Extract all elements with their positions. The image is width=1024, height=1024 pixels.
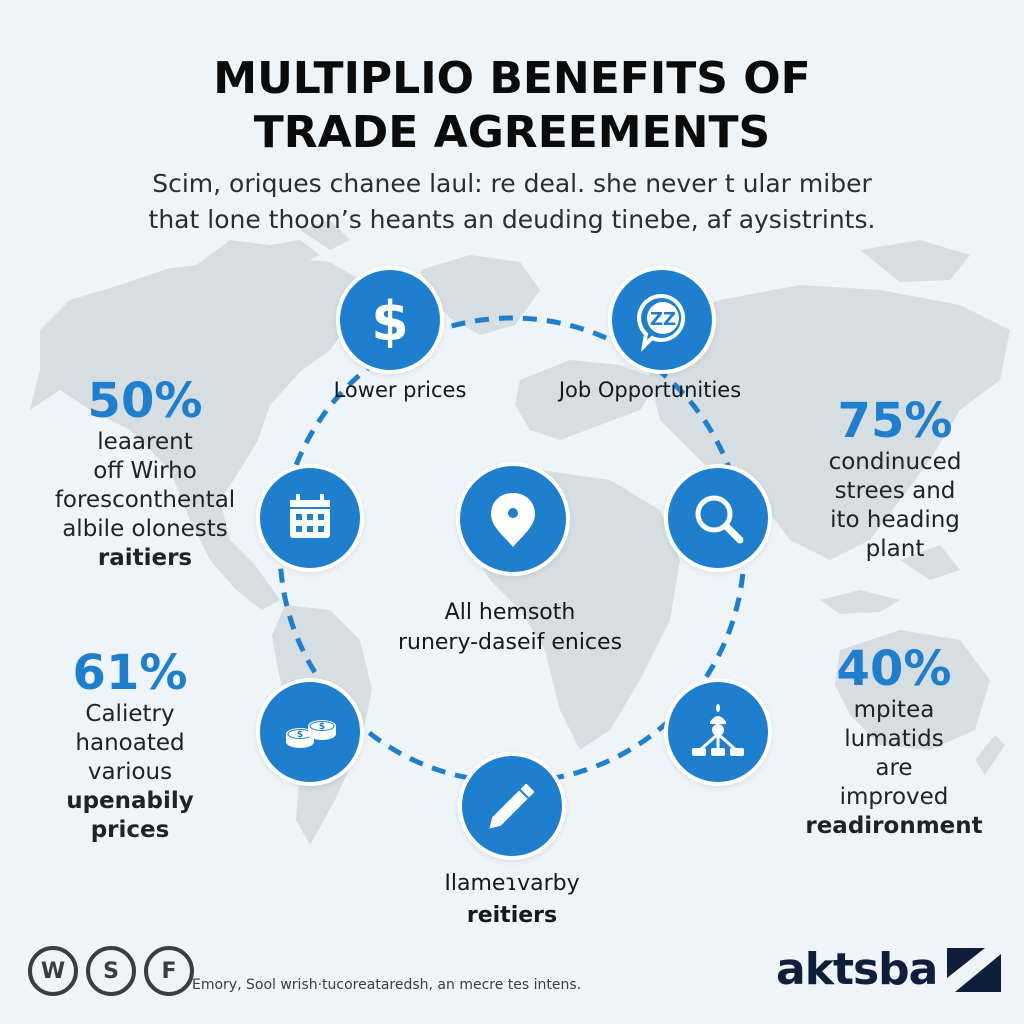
dollar-icon: $ (371, 290, 409, 352)
svg-text:$: $ (371, 290, 409, 352)
stat-left-bottom-line: hanoated (75, 730, 185, 756)
brand-name: aktsba (776, 944, 938, 995)
stat-left-bottom-bold: prices (90, 817, 170, 843)
stat-left-top-line: off Wirho (93, 458, 197, 484)
center-label: All hemsoth runery-daseif enices (360, 598, 660, 658)
magnifier-icon (695, 495, 744, 544)
network-hierarchy-icon (692, 704, 744, 756)
stat-right-top-line: condinuced (828, 449, 962, 475)
footer-note: Emory, Sool wrish·tucoreataredsh, an mec… (192, 977, 582, 993)
coins-icon: $ $ (286, 720, 336, 748)
subtitle-line-2: that lone thoon’s heants an deuding tine… (148, 205, 876, 234)
coins-node: $ $ (256, 678, 364, 786)
stat-left-top-line: foresconthental (54, 487, 236, 513)
svg-text:ZZ: ZZ (650, 309, 676, 330)
stat-left-top-bold: raitiers (97, 545, 193, 571)
location-node (456, 462, 570, 576)
stat-right-bottom-line: are (875, 755, 913, 781)
title-line-1: MULTIPLIO BENEFITS OF (213, 53, 811, 104)
subtitle: Scim, oriques chanee laul: re deal. she … (60, 166, 964, 238)
f-circle-icon[interactable]: F (144, 946, 194, 996)
subtitle-line-1: Scim, oriques chanee laul: re deal. she … (152, 169, 872, 198)
lower-prices-label: Lower prices (333, 378, 467, 402)
title-line-2: TRADE AGREEMENTS (253, 107, 771, 158)
footer-social-icons: W S F (28, 946, 194, 996)
stat-right-top-line: ito heading (830, 507, 960, 533)
location-pin-icon (491, 493, 535, 547)
stat-left-top: 50% leaarent off Wirho foresconthental a… (30, 374, 260, 573)
stat-right-top-line: plant (865, 536, 925, 562)
chat-bubble-icon: ZZ (637, 293, 686, 352)
stat-right-bottom: 40% mpitea lumatids are improved readiro… (784, 642, 1004, 841)
stat-right-bottom-line: lumatids (844, 726, 944, 752)
stat-right-top-percent: 75% (837, 393, 953, 449)
stat-left-top-percent: 50% (87, 373, 203, 429)
stat-left-bottom-bold: upenabily (66, 788, 194, 814)
svg-text:$: $ (319, 722, 325, 732)
network-node (664, 678, 772, 786)
stat-left-bottom-line: various (87, 759, 173, 785)
stat-right-bottom-line: mpitea (853, 697, 935, 723)
w-circle-icon[interactable]: W (28, 946, 78, 996)
job-opportunities-node: ZZ (608, 266, 716, 374)
stat-left-bottom: 61% Calietry hanoated various upenabily … (30, 646, 230, 845)
stat-right-bottom-line: improved (839, 784, 949, 810)
pencil-label: Ilameɿvarby reitiers (380, 868, 644, 932)
svg-text:$: $ (297, 730, 303, 740)
center-label-line-1: All hemsoth (444, 600, 576, 625)
pencil-icon (489, 783, 535, 829)
brand-mark-icon (947, 947, 1002, 992)
pencil-node (458, 752, 566, 860)
page-title: MULTIPLIO BENEFITS OF TRADE AGREEMENTS (0, 52, 1024, 160)
stat-right-top-line: strees and (834, 478, 956, 504)
stat-right-bottom-bold: readironment (805, 813, 983, 839)
center-label-line-2: runery-daseif enices (397, 630, 623, 655)
stat-right-bottom-percent: 40% (836, 641, 952, 697)
lower-prices-node: $ (336, 266, 444, 374)
stat-right-top: 75% condinuced strees and ito heading pl… (795, 394, 995, 564)
stat-left-bottom-line: Calietry (85, 701, 175, 727)
pencil-label-line-1: Ilameɿvarby (444, 871, 580, 896)
job-opportunities-label: Job Opportunities (558, 378, 742, 402)
calendar-node (256, 464, 364, 572)
stat-left-top-line: leaarent (97, 429, 193, 455)
stat-left-top-line: albile olonests (62, 516, 228, 542)
calendar-icon (290, 494, 330, 538)
stat-left-bottom-percent: 61% (72, 645, 188, 701)
brand-logo: aktsba (776, 944, 1002, 995)
search-node (664, 464, 772, 572)
s-circle-icon[interactable]: S (86, 946, 136, 996)
pencil-label-line-2: reitiers (466, 903, 558, 928)
